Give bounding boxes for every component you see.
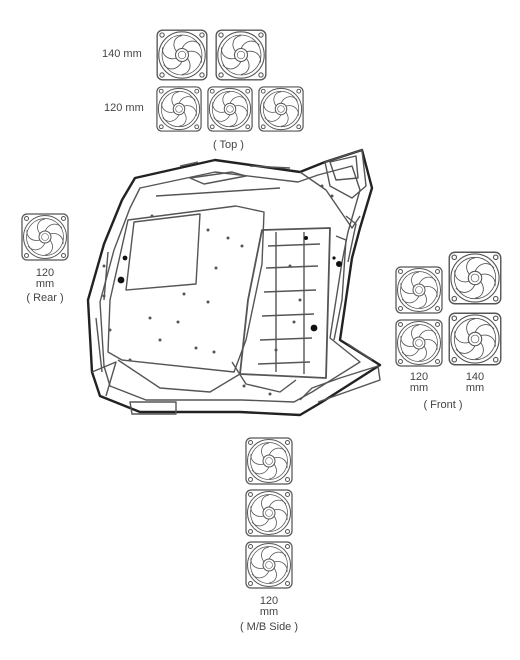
rear-size-unit: mm	[35, 278, 55, 290]
side-size-unit: mm	[259, 606, 279, 618]
top-group-label: ( Top )	[213, 139, 244, 151]
top-120-label: 120 mm	[104, 102, 144, 114]
rear-size-number: 120	[35, 267, 55, 279]
side-size-number: 120	[259, 595, 279, 607]
rear-group-label: ( Rear )	[26, 292, 64, 304]
front-140-size-number: 140	[465, 371, 485, 383]
front-140-size-unit: mm	[465, 382, 485, 394]
top-140-label: 140 mm	[102, 48, 142, 60]
front-120-size-number: 120	[409, 371, 429, 383]
front-group-label: ( Front )	[423, 399, 463, 411]
side-group-label: ( M/B Side )	[239, 621, 299, 633]
front-120-size-unit: mm	[409, 382, 429, 394]
